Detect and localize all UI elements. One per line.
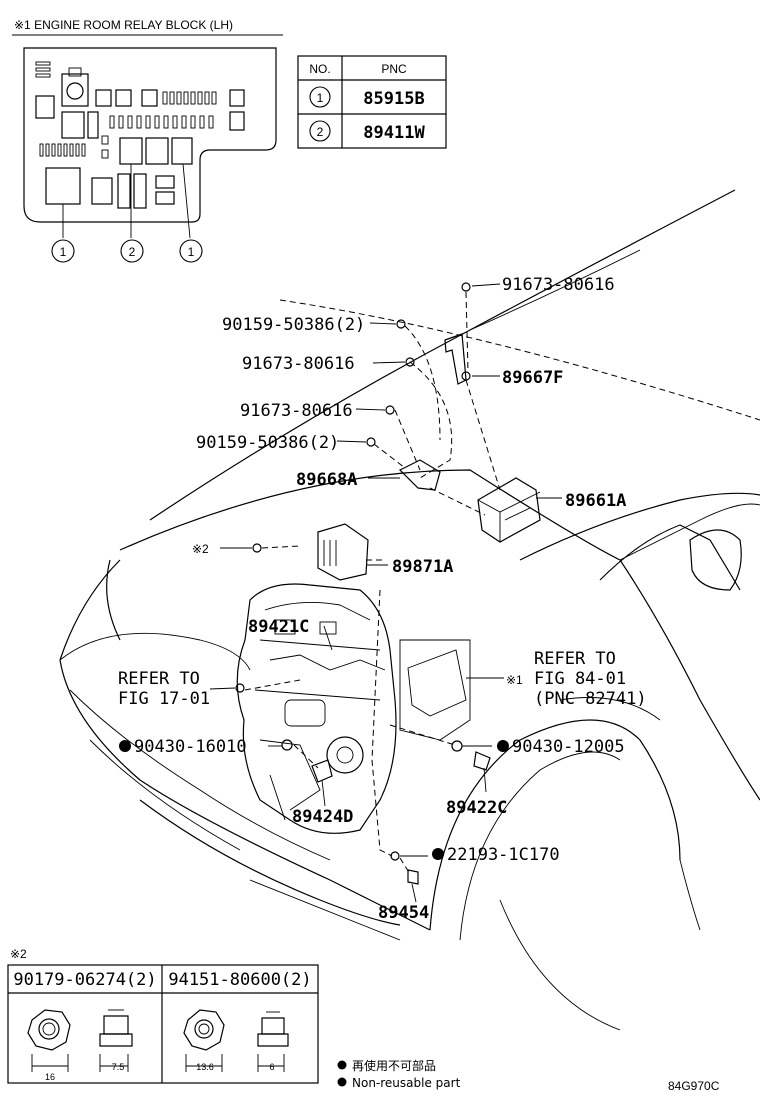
label-89667f: 89667F bbox=[502, 368, 563, 388]
pnc-row2-value: 89411W bbox=[363, 123, 425, 143]
footnote-table: 90179-06274(2) 94151-80600(2) 16 7.5 13.… bbox=[7, 964, 319, 1084]
footnote-dim-2: 7.5 bbox=[112, 1062, 125, 1072]
footnote-dim-1: 16 bbox=[45, 1072, 55, 1082]
pnc-row1-no: 1 bbox=[317, 91, 324, 105]
pnc-table: NO. PNC 1 85915B 2 89411W bbox=[297, 55, 447, 149]
footnote-mark: ※2 bbox=[10, 947, 27, 961]
figure-code: 84G970C bbox=[668, 1079, 720, 1093]
nonreusable-dot bbox=[119, 740, 131, 752]
pnc-col-pnc: PNC bbox=[381, 62, 407, 76]
footnote-col2: 94151-80600(2) bbox=[168, 970, 311, 990]
label-89422c: 89422C bbox=[446, 798, 507, 818]
label-89661a: 89661A bbox=[565, 491, 626, 511]
refer-right-line2: FIG 84-01 bbox=[534, 669, 626, 689]
refer-right-mark: ※1 bbox=[506, 673, 523, 687]
label-90159-50386-a: 90159-50386(2) bbox=[222, 315, 365, 335]
label-89871a: 89871A bbox=[392, 557, 453, 577]
relay-callout-2: 2 bbox=[120, 239, 144, 263]
label-90430-12005: 90430-12005 bbox=[512, 737, 625, 757]
nonreusable-dot bbox=[497, 740, 509, 752]
label-89668a: 89668A bbox=[296, 470, 357, 490]
label-91673-80616-c: 91673-80616 bbox=[240, 401, 353, 421]
label-91673-80616-b: 91673-80616 bbox=[242, 354, 355, 374]
legend-line2: Non-reusable part bbox=[352, 1076, 461, 1090]
pnc-row2-no: 2 bbox=[317, 125, 324, 139]
label-89424d: 89424D bbox=[292, 807, 353, 827]
label-90159-50386-b: 90159-50386(2) bbox=[196, 433, 339, 453]
header-title: ※1 ENGINE ROOM RELAY BLOCK (LH) bbox=[14, 18, 233, 32]
side-relay-block bbox=[407, 649, 467, 717]
relay-callout-1b: 1 bbox=[179, 239, 203, 263]
label-22193-1c170: 22193-1C170 bbox=[447, 845, 560, 865]
footnote-dim-3: 13.6 bbox=[196, 1062, 214, 1072]
ecu-89661a bbox=[477, 477, 541, 543]
bracket-89667f bbox=[444, 333, 467, 385]
label-89454: 89454 bbox=[378, 903, 429, 923]
pnc-row1-value: 85915B bbox=[363, 89, 424, 109]
bracket-89668a bbox=[398, 459, 441, 491]
legend-line1: 再使用不可部品 bbox=[352, 1058, 436, 1073]
relay-block-drawing bbox=[23, 47, 277, 239]
footnote-dim-4: 6 bbox=[269, 1062, 274, 1072]
label-89421c: 89421C bbox=[248, 617, 309, 637]
refer-left-line1: REFER TO bbox=[118, 669, 200, 689]
relay-callout-1a: 1 bbox=[51, 239, 75, 263]
leader-lines bbox=[209, 283, 562, 903]
module-89871a bbox=[317, 523, 369, 581]
engine-drawing bbox=[236, 583, 397, 834]
svg-text:1: 1 bbox=[188, 245, 195, 259]
nonreusable-dot bbox=[432, 848, 444, 860]
pnc-col-no: NO. bbox=[309, 62, 330, 76]
label-91673-80616-a: 91673-80616 bbox=[502, 275, 615, 295]
refer-right-line1: REFER TO bbox=[534, 649, 616, 669]
svg-text:1: 1 bbox=[60, 245, 67, 259]
footnote-col1: 90179-06274(2) bbox=[13, 970, 156, 990]
label-note2-mark: ※2 bbox=[192, 542, 209, 556]
refer-right-line3: (PNC 82741) bbox=[534, 689, 647, 709]
label-90430-16010: 90430-16010 bbox=[134, 737, 247, 757]
assembly-dashes bbox=[244, 291, 501, 875]
legend: 再使用不可部品 Non-reusable part bbox=[337, 1058, 461, 1090]
refer-left-line2: FIG 17-01 bbox=[118, 689, 210, 709]
svg-text:2: 2 bbox=[129, 245, 136, 259]
vehicle-outline bbox=[59, 189, 760, 1031]
